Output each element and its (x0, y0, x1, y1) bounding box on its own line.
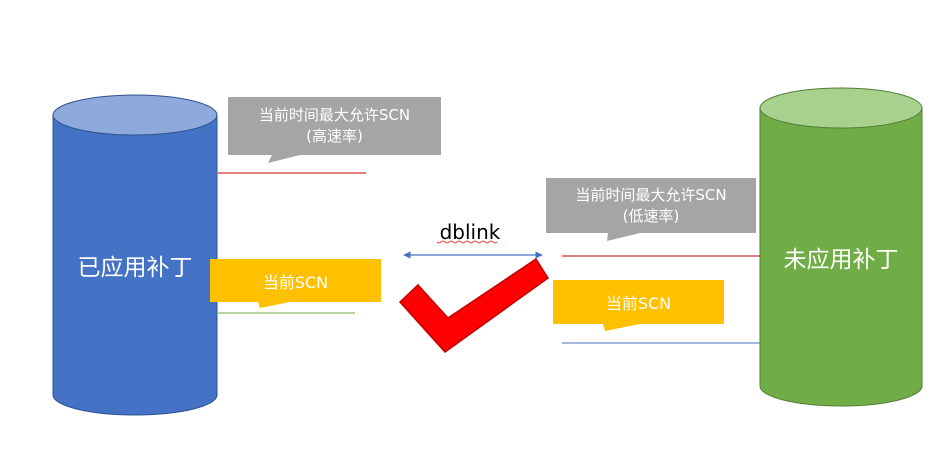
right-callout-line2: (低速率) (622, 206, 680, 225)
right-database-cylinder (759, 87, 923, 407)
left-callout-line2: (高速率) (306, 127, 363, 145)
right-callout-text: 当前时间最大允许SCN (低速率) (546, 180, 756, 231)
dblink-label: dblink (439, 220, 501, 244)
left-database-cylinder (52, 94, 218, 416)
left-current-scn-label: 当前SCN (262, 272, 329, 292)
right-current-scn-label: 当前SCN (605, 294, 672, 313)
right-callout-line1: 当前时间最大允许SCN (575, 185, 727, 204)
left-current-scn-callout (210, 259, 381, 308)
checkmark-icon (398, 257, 550, 354)
left-database-label: 已应用补丁 (77, 255, 193, 281)
right-current-scn-callout (553, 280, 724, 331)
right-max-scn-callout (546, 178, 756, 241)
left-callout-text: 当前时间最大允许SCN (高速率) (228, 99, 441, 153)
left-callout-line1: 当前时间最大允许SCN (258, 106, 411, 124)
right-database-label: 未应用补丁 (783, 247, 899, 273)
dblink-underline (436, 240, 498, 244)
left-max-scn-callout (228, 97, 441, 163)
